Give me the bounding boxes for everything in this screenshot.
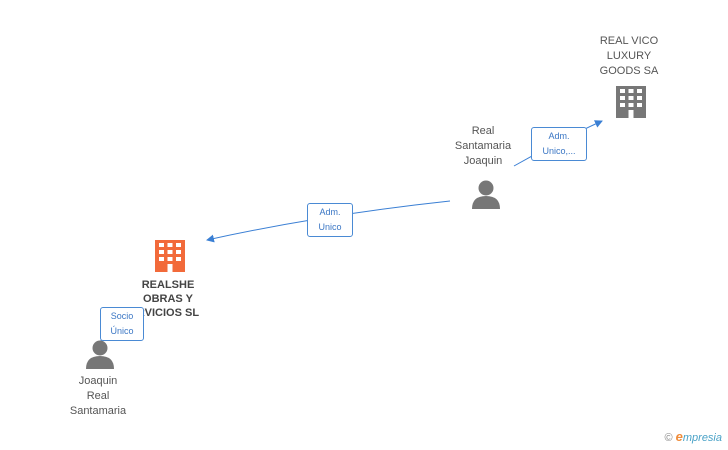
label-line: OBRAS Y (143, 293, 193, 305)
label-line: Real (471, 125, 495, 137)
relation-line: Socio (110, 311, 134, 321)
label-line: Santamaria (454, 140, 512, 152)
label-line: GOODS SA (599, 65, 659, 77)
label-line: Real (86, 390, 110, 402)
label-line: REAL VICO (599, 35, 659, 47)
node-label-realshe[interactable]: REALSHE OBRAS Y RVICIOS SL (128, 278, 208, 320)
person-icon[interactable] (86, 340, 114, 370)
node-label-real-vico[interactable]: REAL VICO LUXURY GOODS SA (588, 34, 670, 79)
label-line: Joaquin (463, 155, 503, 167)
label-line: REALSHE (141, 279, 195, 291)
building-icon[interactable] (155, 240, 185, 272)
label-line: Santamaria (69, 405, 127, 417)
brand-logo-initial: e (675, 429, 683, 444)
relation-badge-adm-unico-realshe[interactable]: Adm. Unico (307, 203, 353, 237)
relation-badge-socio-unico[interactable]: Socio Único (100, 307, 144, 341)
relation-badge-adm-unico-vico[interactable]: Adm. Unico,... (531, 127, 587, 161)
person-icon[interactable] (472, 180, 500, 210)
node-label-real-santamaria-joaquin[interactable]: Real Santamaria Joaquin (443, 124, 523, 169)
copyright-notice: © empresia (664, 429, 722, 444)
label-line: Joaquin (78, 375, 118, 387)
building-icon[interactable] (616, 86, 646, 118)
relation-line: Adm. (319, 207, 341, 217)
relation-line: Unico,... (542, 146, 576, 156)
label-line: LUXURY (606, 50, 652, 62)
label-line: RVICIOS SL (136, 307, 200, 319)
copyright-icon: © (664, 432, 673, 444)
brand-logo-text: mpresia (682, 432, 722, 444)
relation-line: Único (110, 326, 134, 336)
node-label-joaquin-real-santamaria[interactable]: Joaquin Real Santamaria (58, 374, 138, 419)
relation-line: Adm. (548, 131, 570, 141)
relation-line: Unico (318, 222, 342, 232)
